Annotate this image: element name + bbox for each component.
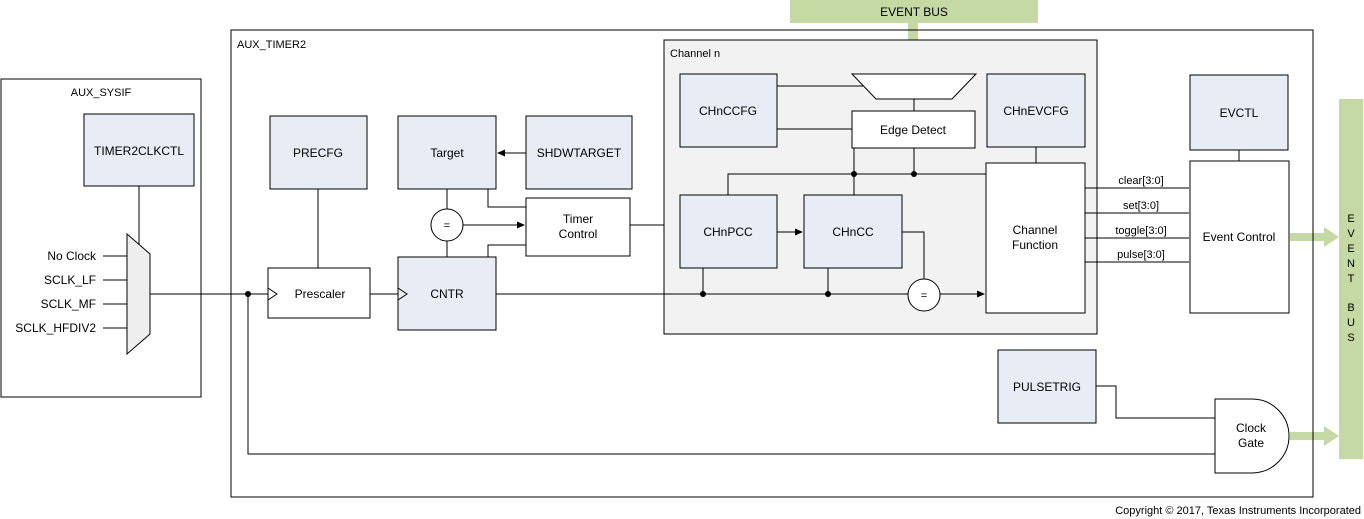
capture-comparator <box>907 278 941 312</box>
chnevcfg-register: CHnEVCFG <box>1003 104 1068 118</box>
event-control-block: Event Control <box>1203 230 1276 244</box>
event-bus-letter: V <box>1347 228 1355 240</box>
prescaler-block: Prescaler <box>295 287 346 301</box>
precfg-register: PRECFG <box>293 146 343 160</box>
edge-detect-block: Edge Detect <box>880 123 947 137</box>
timer2clkctl-register: TIMER2CLKCTL <box>94 144 184 158</box>
evctl-register: EVCTL <box>1220 106 1259 120</box>
signal-label: toggle[3:0] <box>1115 225 1166 237</box>
clock-gate-and <box>1214 398 1290 474</box>
event-bus-right: E V E N T B U S <box>1339 99 1363 459</box>
channel-n-title: Channel n <box>670 48 720 60</box>
clock-gate-bus-arrow <box>1290 426 1339 446</box>
clock-gate-label: Clock <box>1236 421 1267 435</box>
event-bus-letter: U <box>1347 317 1355 329</box>
chnpcc-register: CHnPCC <box>703 225 753 239</box>
target-register: Target <box>430 146 464 160</box>
pulsetrig-register: PULSETRIG <box>1013 380 1081 394</box>
timer-control-label: Timer <box>563 212 593 226</box>
cntr-register: CNTR <box>430 287 464 301</box>
shdwtarget-register: SHDWTARGET <box>537 146 622 160</box>
aux-sysif-block: AUX_SYSIF TIMER2CLKCTL No Clock SCLK_LF … <box>0 78 202 398</box>
aux-timer2-title: AUX_TIMER2 <box>237 39 306 51</box>
signal-label: set[3:0] <box>1123 200 1159 212</box>
chncc-register: CHnCC <box>832 225 874 239</box>
clock-gate-label: Gate <box>1238 436 1264 450</box>
event-bus-top-label: EVENT BUS <box>880 5 948 19</box>
signal-label: clear[3:0] <box>1118 175 1163 187</box>
mux-input-label: SCLK_MF <box>41 297 96 311</box>
channel-function-label: Channel <box>1013 223 1058 237</box>
aux-sysif-title: AUX_SYSIF <box>71 87 132 99</box>
event-bus-letter: N <box>1347 258 1355 270</box>
comparator-symbol: = <box>921 290 927 302</box>
clock-mux <box>126 232 151 356</box>
mux-input-label: SCLK_HFDIV2 <box>15 321 96 335</box>
event-bus-letter: T <box>1348 273 1355 285</box>
copyright-notice: Copyright © 2017, Texas Instruments Inco… <box>1115 505 1361 517</box>
event-bus-letter: E <box>1347 213 1354 225</box>
event-bus-letter: S <box>1347 332 1354 344</box>
comparator-symbol: = <box>444 220 450 232</box>
mux-input-label: SCLK_LF <box>44 273 96 287</box>
timer-control-label: Control <box>559 227 598 241</box>
aux-timer2-block: AUX_TIMER2 <box>230 29 1314 498</box>
chnccfg-register: CHnCCFG <box>699 104 757 118</box>
event-bus-letter: B <box>1347 302 1354 314</box>
event-control-bus-arrow <box>1290 227 1339 247</box>
mux-input-label: No Clock <box>47 249 97 263</box>
event-bus-letter: E <box>1347 243 1354 255</box>
signal-label: pulse[3:0] <box>1117 249 1165 261</box>
edge-mux <box>850 73 978 100</box>
channel-function-label: Function <box>1012 238 1058 252</box>
